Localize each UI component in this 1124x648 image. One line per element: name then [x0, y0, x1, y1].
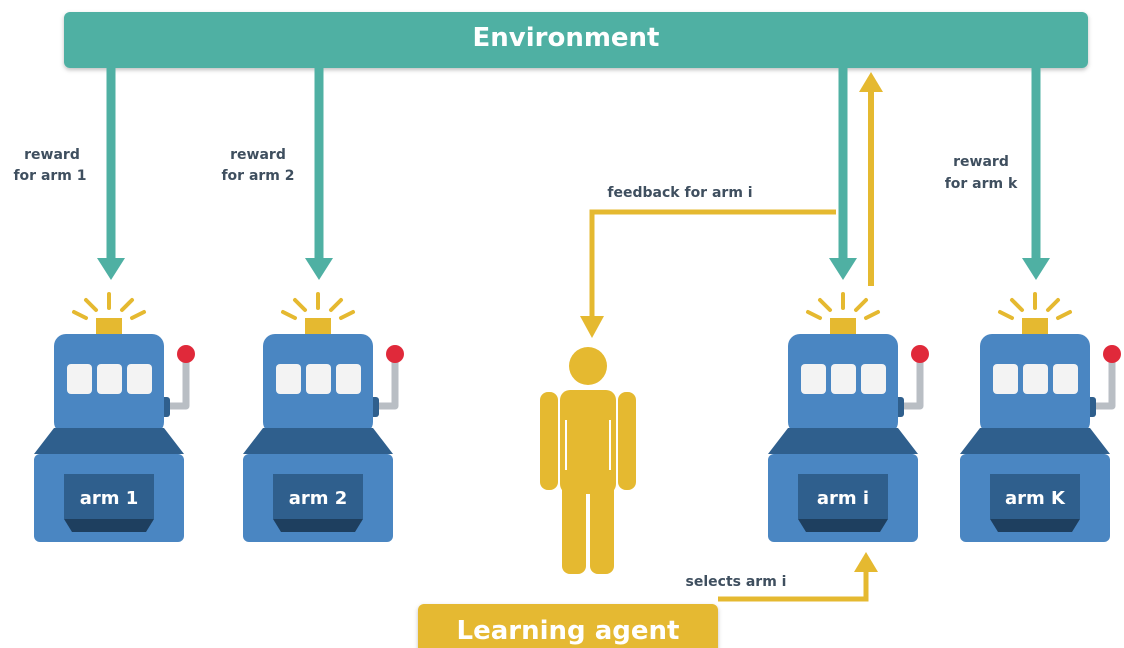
reward-label-arm-1: reward for arm 1 — [13, 147, 86, 184]
reward-label-line2: for arm 2 — [221, 168, 294, 184]
reward-label-line2: for arm k — [945, 176, 1018, 192]
selects-arrow — [718, 552, 878, 602]
slot-machine-arm-1: arm 1 — [34, 294, 195, 542]
slot-machine-arm-k: arm K — [960, 294, 1121, 542]
reward-label-line1: reward — [230, 147, 286, 163]
slot-machine-arm-i: arm i — [768, 294, 929, 542]
arm-i-to-environment-arrow — [859, 72, 883, 286]
learning-agent-title: Learning agent — [457, 616, 680, 646]
environment-title: Environment — [473, 23, 660, 53]
feedback-label: feedback for arm i — [607, 185, 752, 201]
learning-agent-banner: Learning agent — [418, 604, 718, 648]
reward-label-line1: reward — [24, 147, 80, 163]
person-icon — [540, 347, 636, 574]
arm-label: arm 2 — [289, 488, 348, 509]
arm-label: arm i — [817, 488, 869, 509]
environment-banner: Environment — [64, 12, 1088, 68]
feedback-arrow — [580, 209, 836, 338]
reward-arrow-arm-i — [829, 68, 857, 280]
reward-arrow-arm-1 — [97, 68, 125, 280]
reward-label-line1: reward — [953, 154, 1009, 170]
arm-label: arm K — [1005, 488, 1066, 509]
reward-label-arm-2: reward for arm 2 — [221, 147, 294, 184]
reward-arrow-arm-2 — [305, 68, 333, 280]
reward-label-arm-k: reward for arm k — [945, 154, 1018, 192]
slot-machine-arm-2: arm 2 — [243, 294, 404, 542]
reward-label-line2: for arm 1 — [13, 168, 86, 184]
selects-label: selects arm i — [686, 574, 787, 590]
reward-arrow-arm-k — [1022, 68, 1050, 280]
arm-label: arm 1 — [80, 488, 139, 509]
